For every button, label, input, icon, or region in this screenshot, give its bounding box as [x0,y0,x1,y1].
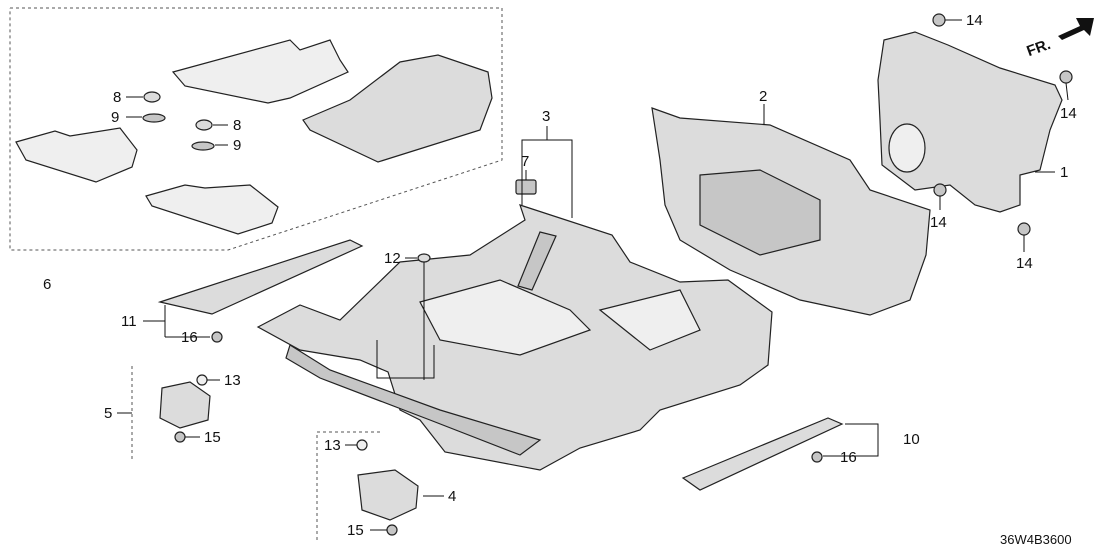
callout-5[interactable]: 5 [104,405,112,422]
mat-clip-9b[interactable] [191,141,215,151]
clip-14c[interactable] [933,183,947,197]
side-trim-left-part[interactable] [157,239,364,315]
rear-left-mat[interactable] [15,127,138,183]
clip-14b[interactable] [1059,70,1073,84]
carpet-clip-12 [405,253,431,380]
floor-carpet [256,204,773,471]
callout-16a[interactable]: 16 [181,329,198,346]
side-trim-left [143,239,364,343]
front-driver-mat[interactable] [171,39,349,104]
rear-right-mat[interactable] [145,184,279,235]
fastener-7[interactable] [515,179,537,195]
front-arrow-icon [1058,18,1094,40]
clip-16a[interactable] [211,331,223,343]
front-direction-indicator: FR. [1024,18,1094,60]
callout-16b[interactable]: 16 [840,449,857,466]
side-trim-right-part[interactable] [681,417,844,491]
callout-10[interactable]: 10 [903,431,920,448]
dash-insulator-recess [699,169,821,256]
callout-11[interactable]: 11 [121,313,137,330]
callout-14c[interactable]: 14 [930,214,947,231]
dash-insulator-opening [888,123,926,173]
callout-13a[interactable]: 13 [224,372,241,389]
callout-15b[interactable]: 15 [347,522,364,539]
clip-15a[interactable] [174,431,186,443]
clip-12[interactable] [417,253,431,263]
dash-insulator-inner-part[interactable] [877,31,1063,213]
clip-14d[interactable] [1017,222,1031,236]
callout-14d[interactable]: 14 [1016,255,1033,272]
callout-9a[interactable]: 9 [111,109,119,126]
item-7-and-3 [376,126,573,379]
clip-15b[interactable] [386,524,398,536]
callout-6[interactable]: 6 [43,276,51,293]
callout-2[interactable]: 2 [759,88,767,105]
bracket-4-part[interactable] [357,469,419,521]
callout-labels: 1 2 3 4 5 6 7 8 8 9 9 10 11 12 13 13 14 … [43,12,1077,539]
callout-4[interactable]: 4 [448,488,456,505]
floor-mat-set-box [9,7,503,251]
callout-3[interactable]: 3 [542,108,550,125]
callout-8a[interactable]: 8 [113,89,121,106]
side-trim-right [681,417,879,491]
callout-14a[interactable]: 14 [966,12,983,29]
bracket-5-part[interactable] [159,381,211,429]
callout-13b[interactable]: 13 [324,437,341,454]
dash-insulator-outer [651,104,931,316]
clip-13b[interactable] [356,439,368,451]
diagram-code: 36W4B3600 [1000,532,1072,547]
callout-1[interactable]: 1 [1060,164,1068,181]
carpet-tunnel [419,279,592,356]
callout-7[interactable]: 7 [521,153,529,170]
clips-14 [932,13,1073,252]
front-passenger-mat[interactable] [302,54,493,163]
clip-13a[interactable] [196,374,208,386]
dash-insulator-inner [877,31,1063,213]
mat-clip-9a[interactable] [142,113,166,123]
clip-16b[interactable] [811,451,823,463]
bracket-group-5 [117,366,220,462]
callout-14b[interactable]: 14 [1060,105,1077,122]
callout-15a[interactable]: 15 [204,429,221,446]
carpet-front-edge [285,344,542,456]
bracket-group-4 [316,431,444,540]
callout-9b[interactable]: 9 [233,137,241,154]
carpet-rear-step [598,289,701,351]
mat-hook-8a[interactable] [143,91,161,103]
callout-12[interactable]: 12 [384,250,401,267]
callout-8b[interactable]: 8 [233,117,241,134]
mat-clips [126,91,228,151]
clip-14a[interactable] [932,13,946,27]
mat-hook-8b[interactable] [195,119,213,131]
tunnel-grip-pad [517,231,557,291]
front-direction-label: FR. [1024,36,1053,60]
